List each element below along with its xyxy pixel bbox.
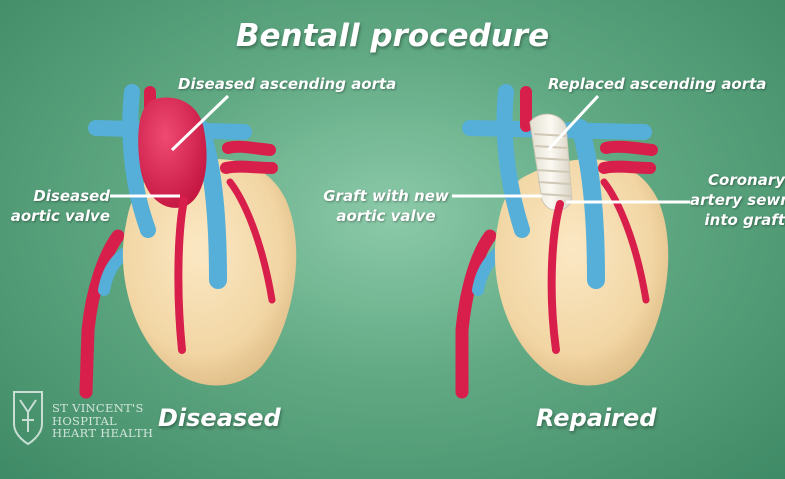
right-descending-artery [455,229,497,399]
label-coronary: Coronary artery sewn into graft [690,170,785,230]
label-diseased-valve: Diseased aortic valve [0,186,110,226]
coronary-artery-right [226,178,276,304]
coronary-artery-left [174,196,188,354]
arch-branch-3-repaired [598,160,656,174]
logo-line1: ST VINCENT'S [52,401,144,415]
label-replaced-aorta: Replaced ascending aorta [548,75,767,93]
hospital-logo-emblem [13,391,43,446]
aortic-arch-branch-3 [220,160,278,174]
hospital-logo-text: ST VINCENT'S HOSPITAL HEART HEALTH [52,402,153,440]
logo-line2: HOSPITAL [52,413,117,428]
vena-cava [122,84,156,238]
label-graft-line2: aortic valve [336,207,436,225]
diseased-aneurysm [138,97,207,208]
graft-tube [529,113,573,211]
label-diseased-valve-line1: Diseased [33,187,110,205]
aortic-arch-branch-2 [222,140,276,156]
label-graft-line1: Graft with new [323,187,449,205]
label-graft: Graft with new aortic valve [322,186,450,226]
repaired-heart [452,84,690,399]
label-diseased-valve-line2: aortic valve [10,207,110,225]
left-descending-artery [79,229,125,399]
vena-cava-repaired [496,84,530,238]
arch-branch-2-repaired [600,140,658,156]
caption-diseased: Diseased [158,404,281,432]
label-diseased-aorta: Diseased ascending aorta [178,75,397,93]
label-coronary-line3: into graft [704,211,785,229]
diseased-heart [79,84,297,399]
coronary-artery-left-repaired [547,200,564,354]
logo-line3: HEART HEALTH [52,426,154,440]
label-coronary-line1: Coronary [708,171,785,189]
pointer-aorta-left [170,94,230,152]
page-title: Bentall procedure [235,18,550,54]
coronary-artery-right-repaired [600,178,650,304]
pulmonary-trunk-repaired [571,119,605,289]
pointer-aorta-right [546,94,600,152]
label-coronary-line2: artery sewn [690,191,785,209]
caption-repaired: Repaired [536,404,657,432]
